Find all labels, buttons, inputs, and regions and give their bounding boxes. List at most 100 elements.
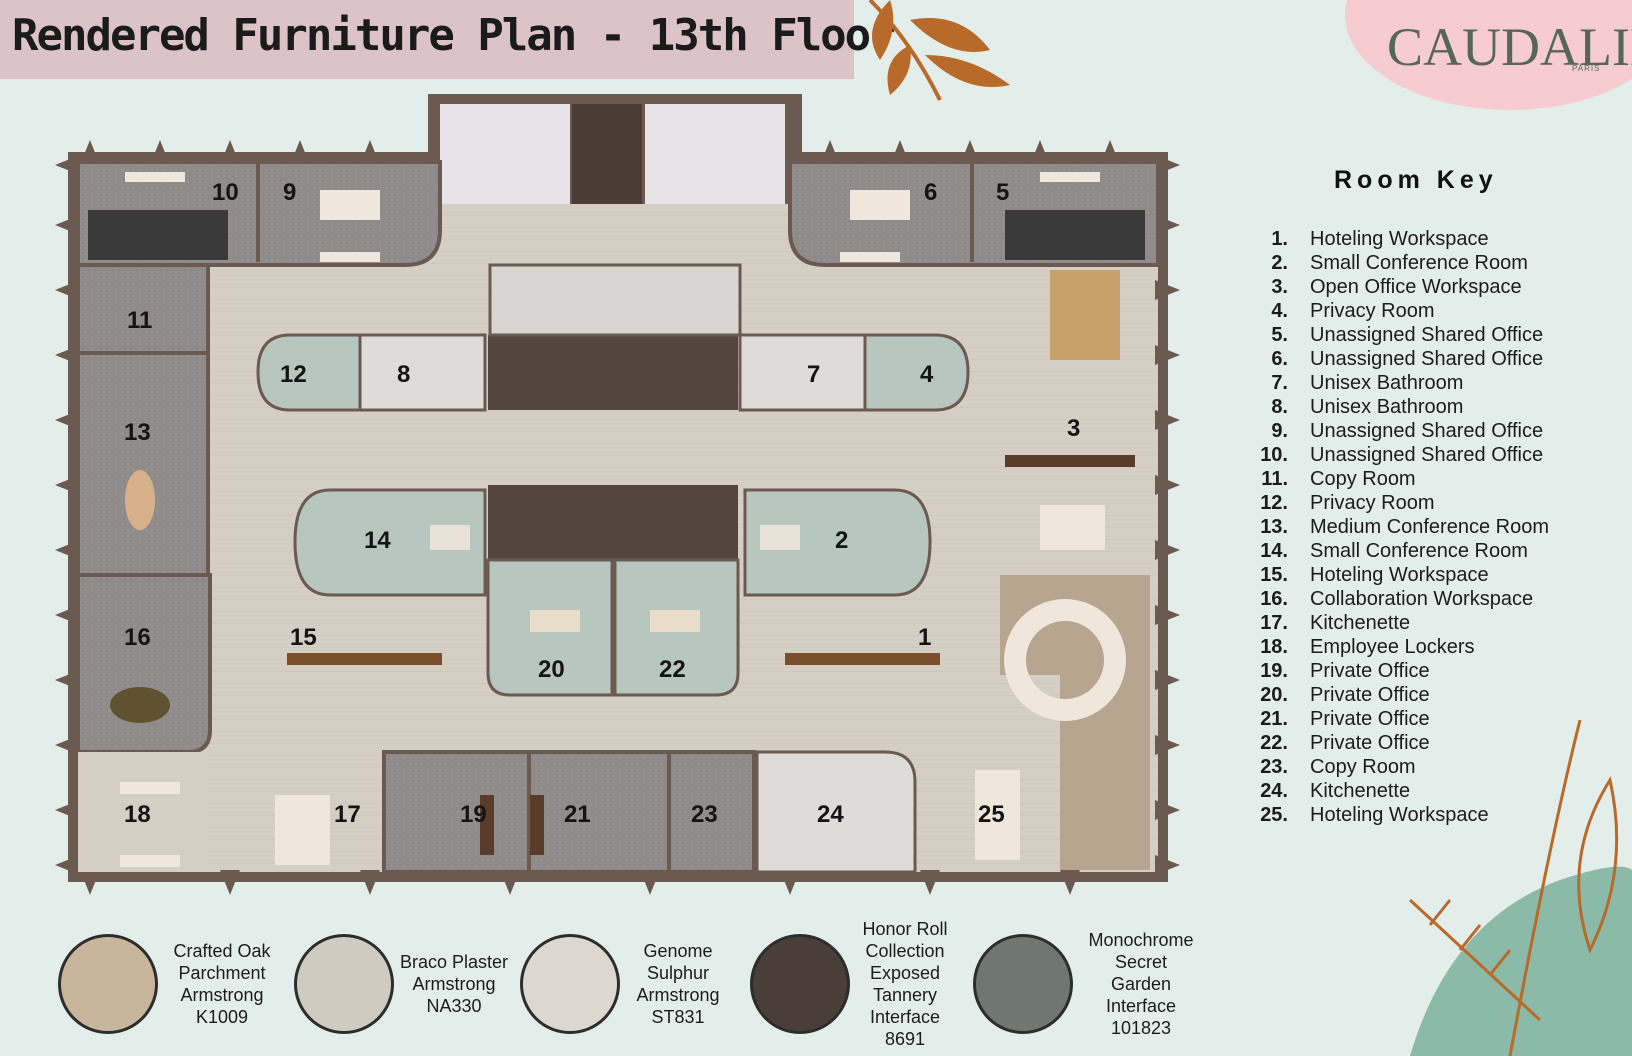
room-key-number: 12. <box>1260 492 1288 514</box>
room-key-item: 20.Private Office <box>1254 683 1549 707</box>
bench-3 <box>1005 455 1135 467</box>
room-key-item: 8. Unisex Bathroom <box>1254 395 1549 419</box>
leaf-decoration-top <box>868 0 1010 101</box>
room-key-number: 23. <box>1260 756 1288 778</box>
room-key-item: 21. Private Office <box>1254 707 1549 731</box>
material-label-line: NA330 <box>426 996 482 1016</box>
room-key-name: Hoteling Workspace <box>1310 564 1489 586</box>
room-key-number: 24. <box>1260 780 1288 802</box>
room-key-number: 4. <box>1271 300 1288 322</box>
material-label-line: 8691 <box>884 1029 926 1049</box>
room-label-10: 10 <box>212 179 239 206</box>
room-key-name: Medium Conference Room <box>1310 516 1549 538</box>
room-key-item: 10.Unassigned Shared Office <box>1254 443 1549 467</box>
room-key-number: 21. <box>1260 708 1288 730</box>
room-key-item: 19.Private Office <box>1254 659 1549 683</box>
room-key-name: Small Conference Room <box>1310 540 1528 562</box>
room-key-number: 6. <box>1271 348 1288 370</box>
room-8 <box>358 333 487 412</box>
room-key-name: Private Office <box>1310 708 1430 730</box>
material-label-line: Honor Roll <box>862 919 948 939</box>
room-key-item: 2.Small Conference Room <box>1254 251 1549 275</box>
room-label-15: 15 <box>290 624 317 651</box>
room-key-item: 22.Private Office <box>1254 731 1549 755</box>
room-key-number: 16. <box>1260 588 1288 610</box>
room-key-name: Employee Lockers <box>1310 636 1475 658</box>
room-key-name: Unassigned Shared Office <box>1310 324 1544 346</box>
material-label-line: K1009 <box>195 1007 249 1027</box>
room-18 <box>78 752 208 872</box>
room-label-5: 5 <box>996 179 1009 206</box>
wall-scallops <box>55 140 1180 895</box>
room-23 <box>667 750 756 874</box>
room-key-item: 7. Unisex Bathroom <box>1254 371 1549 395</box>
room-24 <box>755 750 917 874</box>
room-key-item: 17.Kitchenette <box>1254 611 1549 635</box>
room-key-name: Unisex Bathroom <box>1310 396 1464 418</box>
room-key-item: 11. Copy Room <box>1254 467 1549 491</box>
room-label-11: 11 <box>127 307 152 334</box>
room-labels: 1 2 3 4 5 6 7 8 9 10 11 12 13 14 15 16 1… <box>124 179 1080 828</box>
room-label-8: 8 <box>397 361 410 388</box>
material-label-line: Tannery <box>872 985 938 1005</box>
room-key-number: 15. <box>1260 564 1288 586</box>
room-key-number: 11. <box>1261 468 1288 490</box>
room-label-21: 21 <box>564 801 591 828</box>
elevator-shaft <box>572 104 642 204</box>
room-key-number: 8. <box>1271 396 1288 418</box>
room-label-14: 14 <box>364 527 391 554</box>
material-label-line: Braco Plaster <box>399 952 509 972</box>
material-swatch <box>520 934 620 1034</box>
room-key-item: 5.Unassigned Shared Office <box>1254 323 1549 347</box>
room-key-item: 23.Copy Room <box>1254 755 1549 779</box>
room-key-name: Hoteling Workspace <box>1310 228 1489 250</box>
room-key-item: 18. Employee Lockers <box>1254 635 1549 659</box>
room-key-name: Unisex Bathroom <box>1310 372 1464 394</box>
table-13 <box>125 470 155 530</box>
material-label-line: Secret <box>1114 952 1168 972</box>
room-label-23: 23 <box>691 801 718 828</box>
room-key-number: 19. <box>1260 660 1288 682</box>
room-key-item: 14. Small Conference Room <box>1254 539 1549 563</box>
elevator-bank-mid <box>488 485 738 560</box>
table-3 <box>1040 505 1105 550</box>
room-key-item: 16. Collaboration Workspace <box>1254 587 1549 611</box>
room-label-6: 6 <box>924 179 937 206</box>
spiral-stair <box>1004 599 1126 721</box>
leaf-decoration-bottom <box>1408 720 1632 1056</box>
room-key-number: 18. <box>1260 636 1288 658</box>
brand-sub: PARIS <box>1572 64 1601 73</box>
material-label-line: Collection <box>865 941 945 961</box>
room-13 <box>76 351 210 577</box>
room-key-name: Unassigned Shared Office <box>1310 348 1544 370</box>
room-label-3: 3 <box>1067 415 1080 442</box>
room-key-item: 1.Hoteling Workspace <box>1254 227 1549 251</box>
room-key-number: 14. <box>1260 540 1288 562</box>
material-label-line: Parchment <box>178 963 266 983</box>
room-19 <box>382 750 531 874</box>
material-label-line: 101823 <box>1110 1018 1172 1038</box>
room-key-name: Private Office <box>1310 684 1430 706</box>
material-swatch <box>973 934 1073 1034</box>
room-label-24: 24 <box>817 801 844 828</box>
desk-5 <box>1005 210 1145 260</box>
material-swatch <box>294 934 394 1034</box>
room-label-25: 25 <box>978 801 1005 828</box>
page-title: Rendered Furniture Plan - 13th Floor <box>12 10 896 61</box>
desk-cluster-3 <box>1050 270 1120 360</box>
room-key-number: 2. <box>1271 252 1288 274</box>
restroom-left <box>440 104 570 204</box>
room-key-name: Copy Room <box>1310 468 1416 490</box>
room-key-number: 7. <box>1271 372 1288 394</box>
room-key-item: 4.Privacy Room <box>1254 299 1549 323</box>
room-key-item: 3.Open Office Workspace <box>1254 275 1549 299</box>
room-key-name: Collaboration Workspace <box>1310 588 1534 610</box>
desks-15 <box>287 653 442 665</box>
